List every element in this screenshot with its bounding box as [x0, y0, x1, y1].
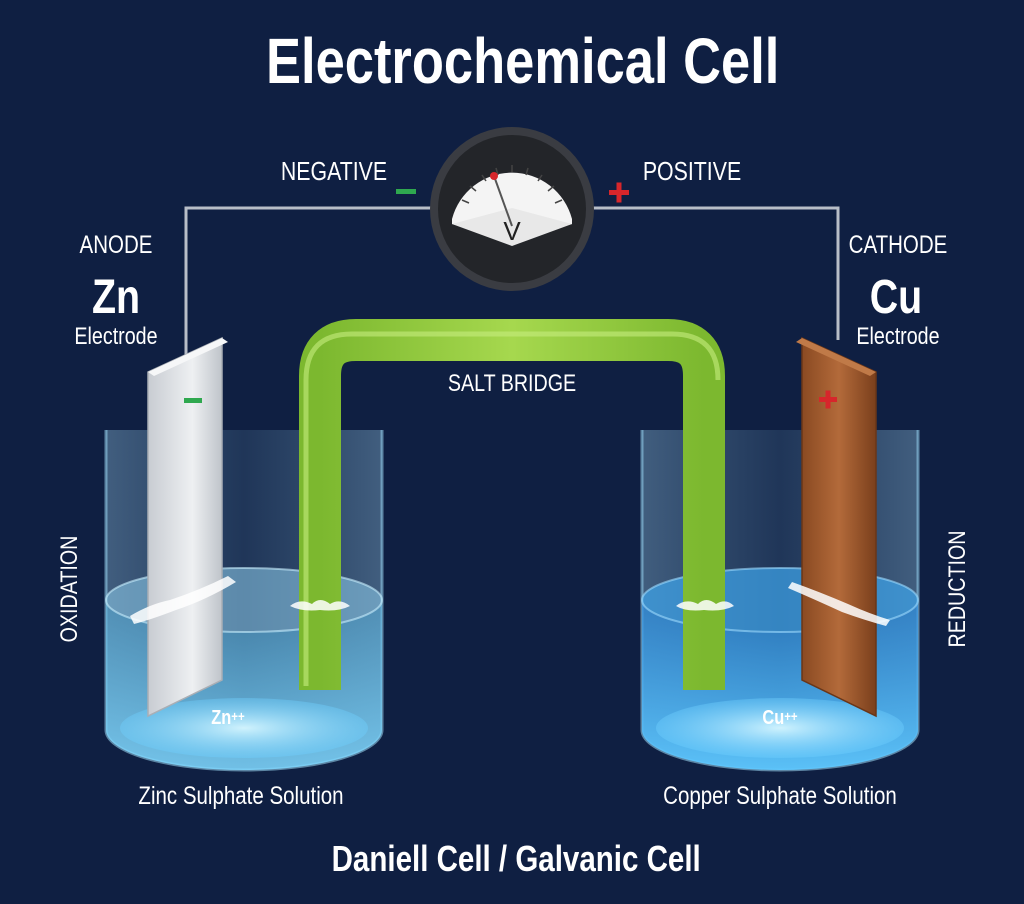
copper-electrode: [788, 336, 890, 718]
page-title: Electrochemical Cell: [266, 25, 780, 97]
right-beaker-bottom-glow: [656, 698, 904, 758]
copper-ion-symbol: Cu: [762, 707, 785, 729]
salt-bridge: [290, 319, 734, 690]
copper-electrode-label: Electrode: [856, 323, 940, 350]
wire-right: [590, 206, 840, 340]
zinc-solution-label: Zinc Sulphate Solution: [138, 782, 344, 810]
copper-plate-top: [796, 338, 876, 376]
voltmeter-face: [452, 208, 572, 246]
positive-terminal-label: POSITIVE: [642, 156, 742, 186]
left-bridge-meniscus: [290, 600, 350, 611]
salt-bridge-label: SALT BRIDGE: [447, 370, 577, 397]
reduction-label: REDUCTION: [944, 530, 971, 648]
copper-ion-label: Cu++: [747, 707, 813, 730]
anode-label: ANODE: [79, 231, 153, 259]
copper-symbol: Cu: [869, 271, 923, 324]
negative-terminal-label: NEGATIVE: [280, 156, 388, 186]
voltmeter-symbol: V: [503, 216, 521, 246]
zinc-ion-label: Zn++: [195, 707, 261, 730]
zinc-electrode-sign: [184, 398, 202, 403]
copper-plate: [801, 336, 877, 718]
zinc-meniscus: [130, 576, 236, 624]
copper-solution-label: Copper Sulphate Solution: [663, 782, 897, 810]
footer-caption: Daniell Cell / Galvanic Cell: [331, 838, 701, 879]
oxidation-label: OXIDATION: [56, 535, 83, 643]
zinc-symbol: Zn: [91, 271, 141, 324]
voltmeter-scale-ticks: [461, 165, 563, 204]
wire-circuit: [184, 206, 840, 356]
zinc-ion-charge: ++: [231, 708, 245, 725]
salt-bridge-highlight: [303, 331, 721, 686]
copper-electrode-sign: [819, 390, 837, 409]
zinc-electrode-label: Electrode: [74, 323, 158, 350]
left-beaker-bottom-glow: [120, 698, 368, 758]
positive-terminal-sign: [609, 182, 629, 203]
wire-left: [184, 206, 436, 356]
zinc-plate-top: [148, 338, 228, 376]
zinc-ion-symbol: Zn: [211, 707, 232, 729]
cathode-label: CATHODE: [848, 231, 948, 259]
voltmeter-needle: [493, 175, 513, 227]
copper-meniscus: [788, 582, 890, 626]
salt-bridge-tube: [299, 319, 725, 690]
zinc-plate: [147, 336, 223, 718]
zinc-electrode: [130, 336, 236, 718]
voltmeter: V: [430, 127, 594, 291]
right-bridge-meniscus: [676, 600, 734, 611]
voltmeter-needle-tip: [490, 172, 498, 180]
negative-terminal-sign: [396, 189, 416, 194]
copper-ion-charge: ++: [784, 708, 798, 725]
